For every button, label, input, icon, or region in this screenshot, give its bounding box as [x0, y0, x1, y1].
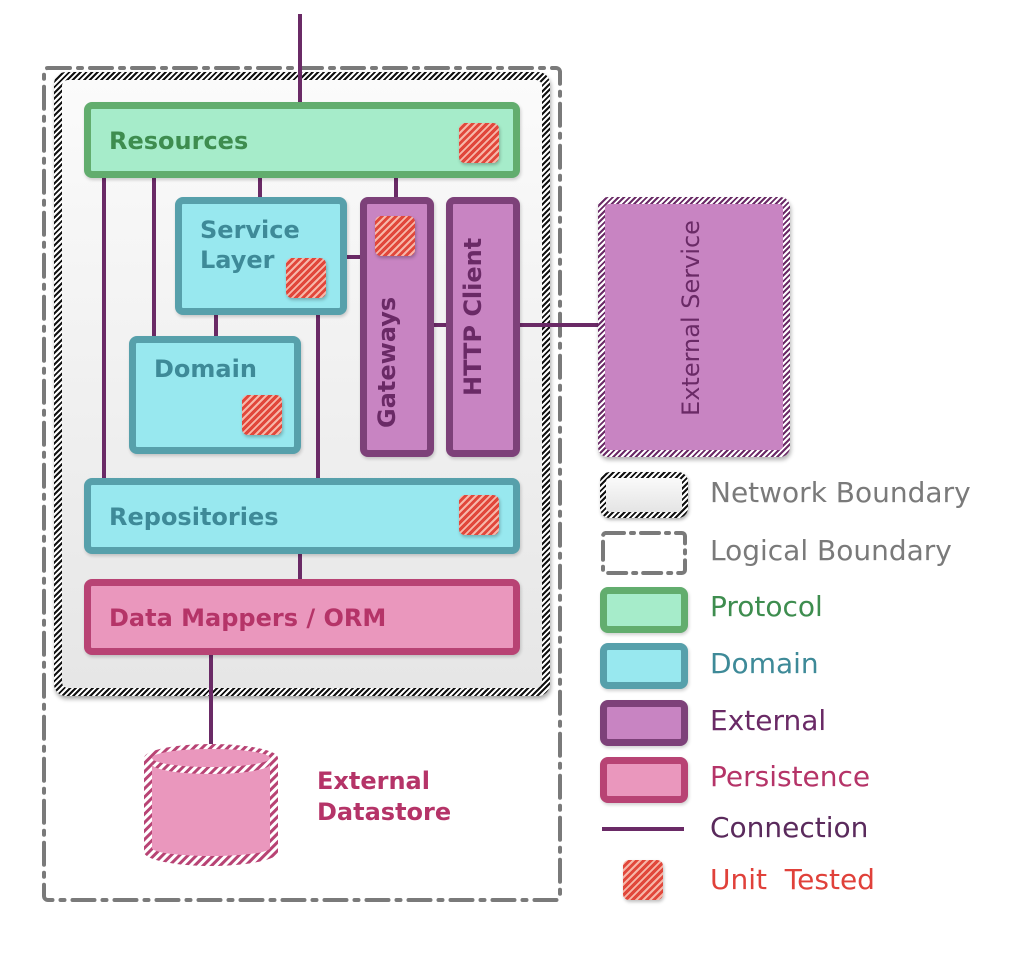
legend-swatch-external: [600, 700, 688, 746]
resources-label: Resources: [109, 127, 249, 155]
legend-label-external: External: [710, 704, 827, 737]
connection-http-client-external-service: [514, 323, 604, 327]
legend-label-persistence: Persistence: [710, 760, 871, 793]
legend-label-network: Network Boundary: [710, 476, 971, 509]
unit-tested-icon: [242, 395, 282, 435]
connection-service-repositories: [316, 310, 320, 484]
legend-swatch-protocol: [600, 587, 688, 633]
external-datastore-label: External Datastore: [317, 767, 452, 826]
connection-data-mappers-datastore: [209, 650, 213, 750]
connection-resources-repositories: [102, 172, 106, 484]
unit-tested-icon: [459, 123, 499, 163]
data-mappers-label: Data Mappers / ORM: [109, 604, 387, 632]
legend-swatch-persistence: [600, 757, 688, 803]
service-layer-label-line1: Service: [200, 216, 300, 244]
legend-swatch-connection: [602, 827, 684, 831]
legend-label-domain: Domain: [710, 647, 819, 680]
connection-resources-service-layer: [258, 172, 262, 202]
connection-resources-gateways: [394, 172, 398, 202]
domain-label: Domain: [154, 355, 257, 383]
repositories-label: Repositories: [109, 503, 279, 531]
resources-box[interactable]: Resources: [84, 102, 520, 178]
connection-entry-resources: [298, 14, 302, 108]
legend-label-logical: Logical Boundary: [710, 534, 952, 567]
domain-box[interactable]: Domain: [129, 336, 301, 454]
gateways-box[interactable]: Gateways: [360, 197, 434, 457]
logical-boundary: [42, 66, 562, 902]
http-client-label: HTTP Client: [459, 237, 487, 396]
legend-label-connection: Connection: [710, 811, 869, 844]
http-client-box[interactable]: HTTP Client: [446, 197, 520, 457]
service-layer-label-line2: Layer: [200, 246, 275, 274]
legend-swatch-network: [600, 472, 688, 518]
unit-tested-icon: [286, 258, 326, 298]
external-datastore[interactable]: [140, 740, 282, 870]
external-service-box[interactable]: External Service: [598, 197, 790, 457]
connection-gateways-http-client: [428, 323, 448, 327]
external-service-label: External Service: [677, 220, 705, 416]
unit-tested-icon: [459, 495, 499, 535]
legend-label-unit-tested: Unit Tested: [710, 863, 875, 896]
repositories-box[interactable]: Repositories: [84, 478, 520, 554]
legend-label-protocol: Protocol: [710, 590, 823, 623]
legend-swatch-domain: [600, 643, 688, 689]
connection-resources-domain: [152, 172, 156, 340]
service-layer-box[interactable]: Service Layer: [175, 197, 347, 315]
data-mappers-box[interactable]: Data Mappers / ORM: [84, 579, 520, 655]
connection-service-gateways: [342, 255, 366, 259]
connection-service-domain: [214, 310, 218, 340]
legend-swatch-logical: [600, 530, 688, 576]
connection-repositories-data-mappers: [298, 548, 302, 584]
legend-swatch-unit-tested-icon: [623, 860, 663, 900]
unit-tested-icon: [375, 216, 415, 256]
gateways-label: Gateways: [373, 296, 401, 428]
